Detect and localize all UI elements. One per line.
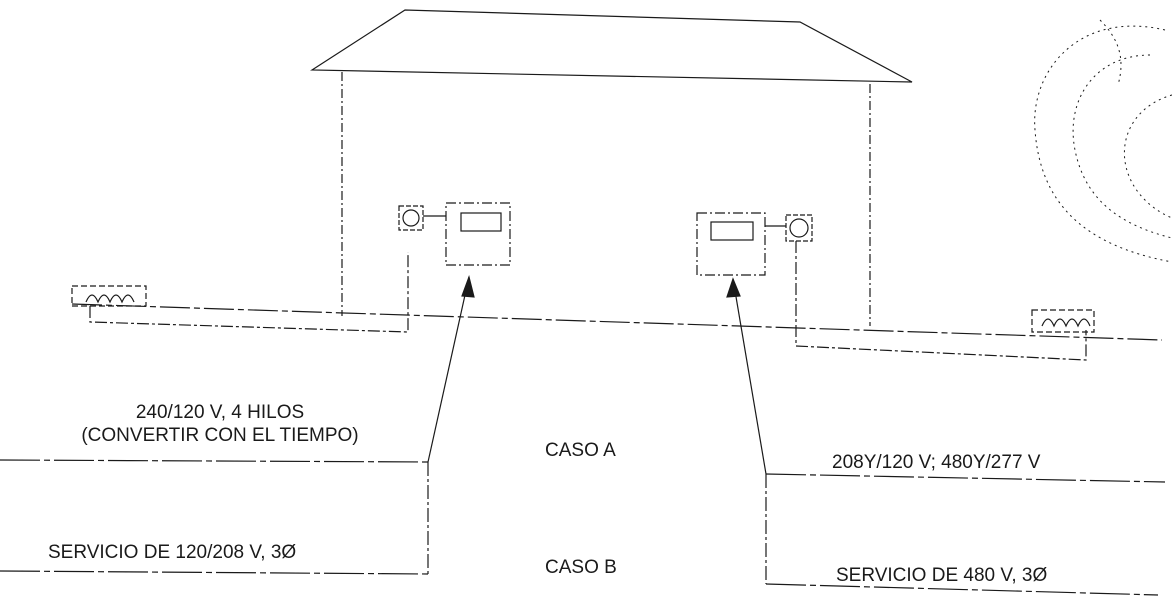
case-b-label: CASO B — [545, 557, 617, 578]
left-upper-label-line2: (CONVERTIR CON EL TIEMPO) — [81, 424, 359, 446]
case-a-label: CASO A — [545, 440, 616, 461]
panel-box-icon — [445, 202, 511, 266]
transformer-coil-icon — [1031, 309, 1095, 333]
right-upper-underline — [765, 473, 1166, 483]
left-upper-underline — [0, 459, 431, 463]
tree-foliage — [1034, 19, 1172, 263]
ground-line — [71, 303, 1163, 341]
left-lower-underline — [0, 570, 431, 575]
left-lower-label: SERVICIO DE 120/208 V, 3Ø — [48, 542, 297, 563]
transformer-coil-icon — [71, 285, 147, 307]
left-underground-conductor — [89, 252, 409, 333]
left-leader-line — [427, 276, 470, 463]
left-arrowhead — [461, 274, 475, 298]
right-arrowhead — [726, 277, 741, 298]
left-upper-label: 240/120 V, 4 HILOS (CONVERTIR CON EL TIE… — [10, 402, 430, 448]
right-lower-underline — [765, 583, 1159, 596]
right-lower-label: SERVICIO DE 480 V, 3Ø — [836, 565, 1048, 586]
meter-icon — [398, 205, 424, 231]
meter-icon — [785, 214, 813, 242]
right-leader-line — [732, 278, 767, 475]
left-upper-label-line1: 240/120 V, 4 HILOS — [135, 402, 305, 423]
right-upper-label: 208Y/120 V; 480Y/277 V — [832, 452, 1041, 473]
right-underground-conductor — [795, 241, 1087, 361]
house-roof — [310, 9, 913, 83]
panel-box-icon — [696, 212, 766, 276]
